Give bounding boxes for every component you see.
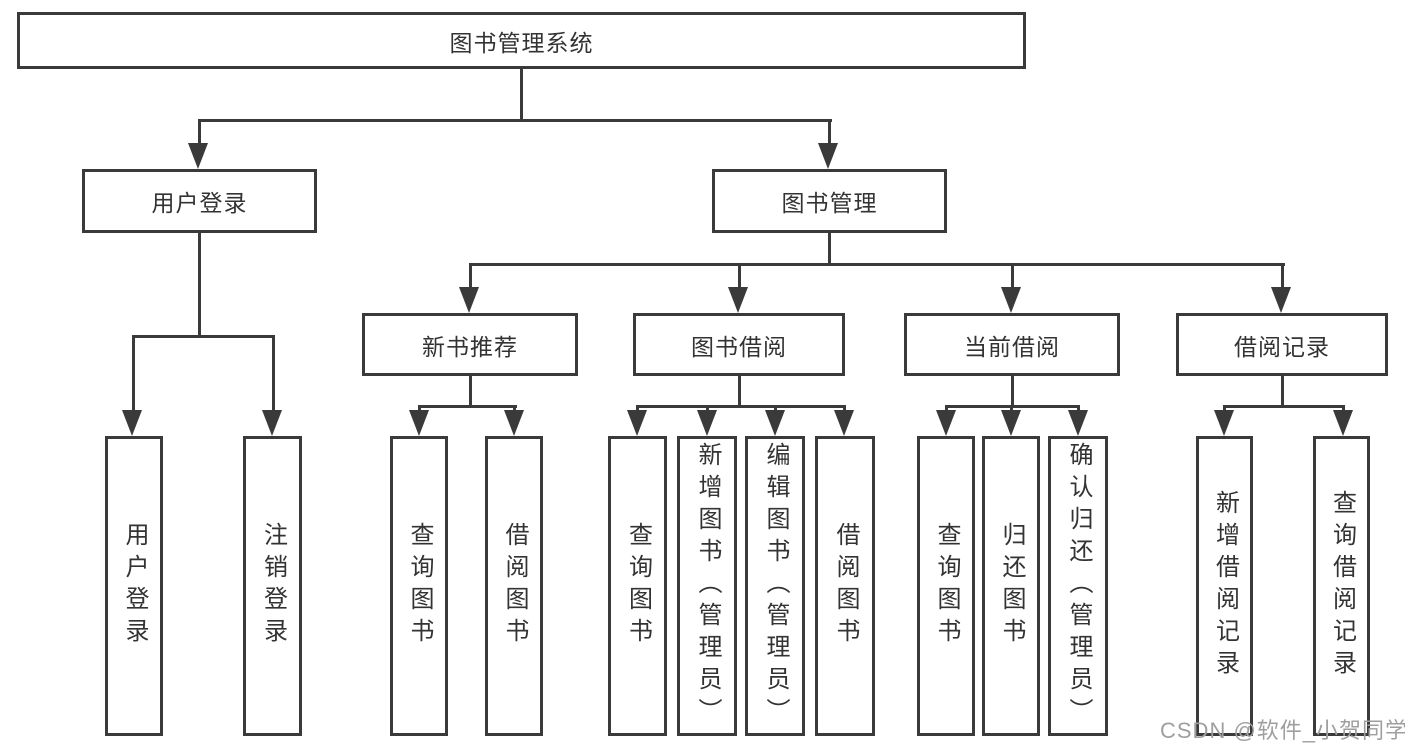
leaf-confirm-return-admin: 确认归还（管理员）	[1048, 436, 1108, 736]
leaf-query-books-2: 查询图书	[608, 436, 667, 736]
arrowhead-user-login	[188, 143, 208, 169]
connector-drop-query-books-2	[636, 405, 639, 412]
connector-drop-borrow-books-2	[843, 405, 846, 412]
leaf-borrow-books-2: 借阅图书	[815, 436, 875, 736]
connector-user-login-stem	[198, 233, 201, 335]
node-new-book-recommend-label: 新书推荐	[422, 333, 518, 360]
node-new-book-recommend: 新书推荐	[362, 313, 578, 376]
arrowhead-edit-book	[765, 410, 785, 436]
leaf-add-book-admin-label: 新增图书（管理员）	[694, 442, 721, 730]
leaf-borrow-books-1: 借阅图书	[485, 436, 543, 736]
node-root-system: 图书管理系统	[17, 12, 1026, 69]
leaf-query-books-3: 查询图书	[917, 436, 975, 736]
node-book-management-label: 图书管理	[781, 190, 878, 216]
connector-book-borrowing-stem2	[738, 376, 741, 405]
connector-drop-book-borrowing	[738, 263, 741, 289]
arrowhead-add-record	[1214, 410, 1234, 436]
connector-drop-query-record	[1342, 405, 1345, 412]
connector-current-borrowing-stem2	[1011, 376, 1014, 405]
leaf-add-borrow-record: 新增借阅记录	[1196, 436, 1253, 736]
leaf-return-book: 归还图书	[982, 436, 1040, 736]
leaf-add-book-admin: 新增图书（管理员）	[677, 436, 737, 736]
connector-drop-query-books-1	[418, 405, 421, 412]
connector-user-login-branch	[132, 335, 275, 338]
connector-drop-query-books-3	[945, 405, 948, 412]
connector-borrowing-records-branch	[1223, 405, 1345, 408]
connector-drop-logout-leaf	[272, 335, 275, 412]
leaf-query-borrow-record-label: 查询借阅记录	[1328, 490, 1356, 682]
leaf-user-login-label: 用户登录	[121, 522, 148, 650]
connector-borrowing-records-stem2	[1281, 376, 1284, 405]
arrowhead-borrow-books-2	[834, 410, 854, 436]
connector-drop-book-management	[828, 119, 831, 145]
node-book-management: 图书管理	[712, 169, 947, 233]
leaf-add-borrow-record-label: 新增借阅记录	[1211, 490, 1239, 682]
connector-new-book-branch	[418, 405, 517, 408]
arrowhead-borrowing-records	[1271, 287, 1291, 313]
connector-drop-edit-book	[774, 405, 777, 412]
connector-drop-return-book	[1010, 405, 1013, 412]
arrowhead-add-book	[697, 410, 717, 436]
node-root-system-label: 图书管理系统	[449, 29, 594, 56]
leaf-query-borrow-record: 查询借阅记录	[1313, 436, 1370, 736]
connector-drop-add-book	[706, 405, 709, 412]
leaf-confirm-return-admin-label: 确认归还（管理员）	[1065, 442, 1092, 730]
csdn-watermark: CSDN @软件_小贺同学	[1160, 718, 1405, 743]
arrowhead-new-book	[459, 287, 479, 313]
node-book-borrowing-label: 图书借阅	[691, 333, 787, 360]
connector-root-branch	[198, 119, 832, 122]
leaf-borrow-books-2-label: 借阅图书	[832, 522, 859, 650]
connector-book-borrowing-branch	[636, 405, 846, 408]
arrowhead-borrow-books-1	[504, 410, 524, 436]
node-user-login-label: 用户登录	[151, 190, 248, 216]
connector-drop-new-book	[469, 263, 472, 289]
arrowhead-book-borrowing	[728, 287, 748, 313]
arrowhead-logout-leaf	[262, 410, 282, 436]
connector-root-stem	[520, 69, 523, 119]
arrowhead-confirm-return	[1068, 410, 1088, 436]
arrowhead-login-leaf	[122, 410, 142, 436]
connector-new-book-stem	[469, 376, 472, 405]
node-book-borrowing: 图书借阅	[633, 313, 845, 376]
connector-drop-user-login	[198, 119, 201, 145]
connector-drop-confirm-return	[1077, 405, 1080, 412]
leaf-query-books-2-label: 查询图书	[624, 522, 652, 650]
arrowhead-query-books-2	[627, 410, 647, 436]
arrowhead-query-record	[1333, 410, 1353, 436]
arrowhead-book-management	[818, 143, 838, 169]
node-borrowing-records: 借阅记录	[1176, 313, 1388, 376]
node-borrowing-records-label: 借阅记录	[1234, 333, 1330, 360]
connector-drop-login-leaf	[132, 335, 135, 412]
leaf-query-books-3-label: 查询图书	[933, 522, 960, 650]
leaf-logout: 注销登录	[243, 436, 302, 736]
arrowhead-query-books-1	[409, 410, 429, 436]
connector-drop-borrow-books-1	[513, 405, 516, 412]
node-user-login: 用户登录	[82, 169, 317, 233]
leaf-edit-book-admin: 编辑图书（管理员）	[745, 436, 805, 736]
node-current-borrowing-label: 当前借阅	[964, 333, 1060, 360]
leaf-query-books-1: 查询图书	[390, 436, 448, 736]
connector-book-management-stem	[828, 233, 831, 263]
leaf-logout-label: 注销登录	[259, 522, 287, 650]
leaf-user-login: 用户登录	[105, 436, 163, 736]
leaf-edit-book-admin-label: 编辑图书（管理员）	[762, 442, 789, 730]
arrowhead-current-borrowing	[1001, 287, 1021, 313]
leaf-return-book-label: 归还图书	[998, 522, 1025, 650]
connector-book-management-branch	[469, 263, 1285, 266]
arrowhead-return-book	[1001, 410, 1021, 436]
arrowhead-query-books-3	[936, 410, 956, 436]
leaf-borrow-books-1-label: 借阅图书	[501, 522, 528, 650]
node-current-borrowing: 当前借阅	[904, 313, 1120, 376]
connector-drop-current-borrowing	[1011, 263, 1014, 289]
connector-drop-borrowing-records	[1281, 263, 1284, 289]
leaf-query-books-1-label: 查询图书	[406, 522, 433, 650]
connector-drop-add-record	[1223, 405, 1226, 412]
